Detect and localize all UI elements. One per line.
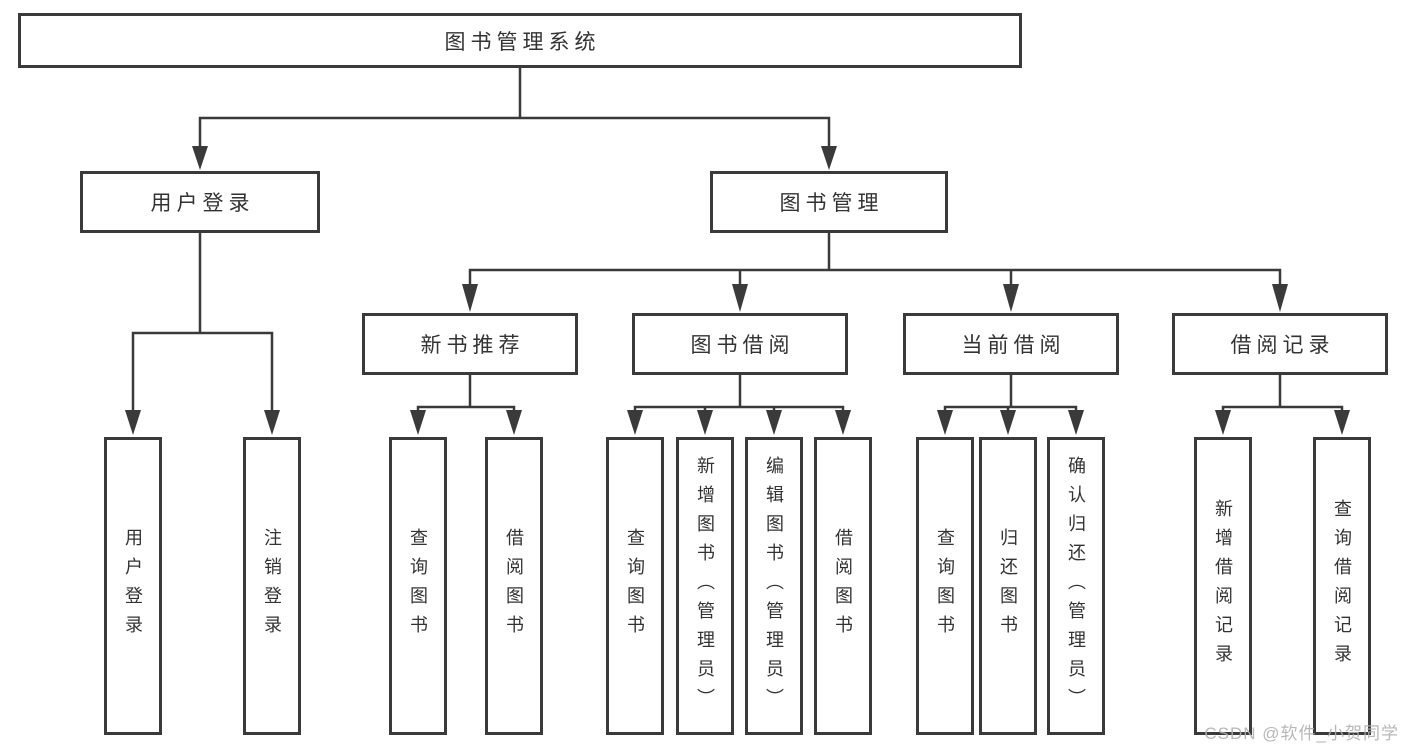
leaf-user-login: 用户登录 xyxy=(104,437,162,735)
leaf-confirm-return-admin: 确认归还（管理员） xyxy=(1047,437,1105,735)
leaf-edit-books-admin: 编辑图书（管理员） xyxy=(745,437,803,735)
node-new-book-recommend: 新书推荐 xyxy=(362,313,578,375)
leaf-query-books-recommend: 查询图书 xyxy=(389,437,447,735)
leaf-query-books-borrow: 查询图书 xyxy=(606,437,664,735)
arrowheads xyxy=(125,146,1350,435)
arrowhead xyxy=(1215,410,1231,435)
arrowhead xyxy=(1334,410,1350,435)
leaf-add-books-admin: 新增图书（管理员） xyxy=(676,437,734,735)
arrowhead xyxy=(264,410,280,435)
arrowhead xyxy=(506,410,522,435)
node-book-borrow: 图书借阅 xyxy=(632,313,848,375)
node-borrow-record: 借阅记录 xyxy=(1172,313,1388,375)
arrowhead xyxy=(697,410,713,435)
csdn-watermark: CSDN @软件_小贺同学 xyxy=(1204,724,1399,743)
leaf-borrow-books-recommend: 借阅图书 xyxy=(485,437,543,735)
arrowhead xyxy=(1003,284,1019,312)
arrowhead xyxy=(766,410,782,435)
leaf-logout: 注销登录 xyxy=(243,437,301,735)
node-user-login: 用户登录 xyxy=(80,171,320,233)
arrowhead xyxy=(1272,284,1288,312)
arrowhead xyxy=(462,284,478,312)
arrowhead xyxy=(192,146,208,170)
leaf-return-books: 归还图书 xyxy=(979,437,1037,735)
arrowhead xyxy=(627,410,643,435)
arrowhead xyxy=(1000,410,1016,435)
arrowhead xyxy=(937,410,953,435)
arrowhead xyxy=(125,410,141,435)
arrowhead xyxy=(1068,410,1084,435)
leaf-borrow-books: 借阅图书 xyxy=(814,437,872,735)
leaf-query-borrow-record: 查询借阅记录 xyxy=(1313,437,1371,735)
leaf-query-books-current: 查询图书 xyxy=(916,437,974,735)
arrowhead xyxy=(821,146,837,170)
leaf-add-borrow-record: 新增借阅记录 xyxy=(1194,437,1252,735)
arrowhead xyxy=(835,410,851,435)
node-book-management: 图书管理 xyxy=(710,171,948,233)
node-root: 图书管理系统 xyxy=(18,13,1022,68)
node-current-borrow: 当前借阅 xyxy=(903,313,1119,375)
arrowhead xyxy=(410,410,426,435)
arrowhead xyxy=(732,284,748,312)
